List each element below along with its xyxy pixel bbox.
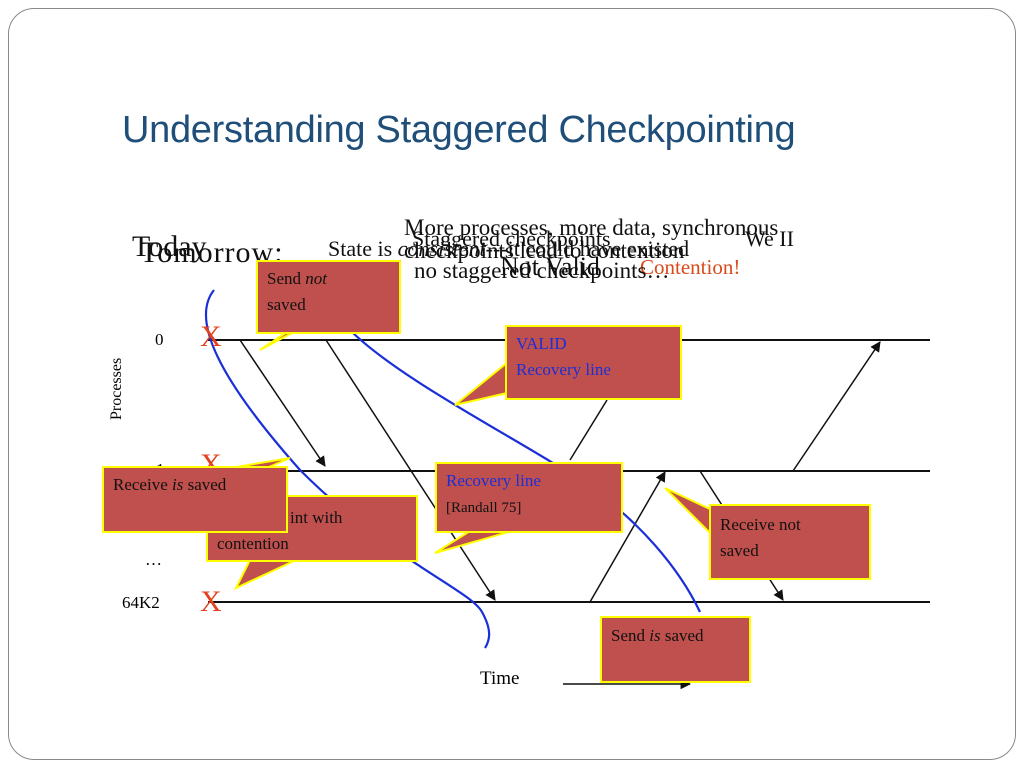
overlay-text: We II — [745, 226, 794, 251]
time-label: Time — [480, 668, 520, 689]
processes-axis-label: Processes — [108, 357, 125, 420]
overlay-text: no staggered checkpoints… — [414, 258, 670, 283]
callout-text: Receive not — [720, 515, 801, 534]
callout-send-is-saved: Send is saved — [600, 616, 751, 683]
callout-valid-recovery-line: VALID Recovery line — [505, 325, 682, 400]
callout-send-not-saved: Send not saved — [256, 260, 401, 334]
overlay-text: More processes, more data, synchronous — [404, 215, 779, 240]
message-arrow — [239, 339, 326, 467]
callout-text: Recovery line — [446, 471, 541, 490]
callout-text: Send — [267, 269, 306, 288]
message-arrow — [792, 341, 881, 472]
process-label-last: 64K2 — [122, 593, 160, 612]
callout-pointer — [434, 530, 513, 554]
process-label-ellipsis: … — [145, 550, 162, 569]
overlay-text: Contention! — [640, 255, 741, 279]
message-arrow — [569, 399, 608, 461]
state-suffix: ---it could have existed — [485, 236, 690, 261]
callout-text: Recovery line — [516, 359, 611, 379]
callout-citation: [Randall 75] — [446, 499, 522, 516]
message-arrow — [589, 471, 666, 603]
callout-text: VALID — [516, 334, 567, 353]
overlay-text: checkpoints lead to contention — [404, 238, 685, 263]
callout-text: saved — [660, 626, 704, 645]
callout-text: saved — [267, 294, 306, 314]
state-italic: consistent — [397, 236, 486, 261]
callout-text: contention — [217, 533, 289, 553]
slide-title: Understanding Staggered Checkpointing — [122, 109, 796, 151]
callout-italic: is — [649, 626, 661, 645]
callout-receive-is-saved: Receive is saved — [102, 466, 288, 533]
callout-italic: not — [305, 269, 327, 288]
message-arrow — [325, 339, 496, 601]
callout-text: Receive — [113, 475, 172, 494]
failure-x-mark: X — [200, 320, 222, 353]
callout-receive-not-saved: Receive not saved — [709, 504, 871, 580]
process-label-0: 0 — [155, 330, 164, 349]
state-text: State is consistent---it could have exis… — [328, 236, 689, 262]
state-prefix: State is — [328, 236, 398, 261]
overlay-text: Staggered checkpoints — [412, 226, 611, 251]
callout-text: Send — [611, 626, 650, 645]
callout-italic: is — [172, 475, 184, 494]
callout-recovery-line: Recovery line [Randall 75] — [435, 462, 623, 533]
overlay-text: Not Valid — [500, 252, 600, 281]
today-label: Today — [132, 230, 207, 263]
callout-text: saved — [183, 475, 227, 494]
callout-text: saved — [720, 540, 759, 560]
callout-pointer — [664, 487, 713, 538]
failure-x-mark: X — [200, 585, 222, 618]
callout-pointer — [233, 559, 297, 591]
callout-text: int with — [290, 508, 343, 527]
